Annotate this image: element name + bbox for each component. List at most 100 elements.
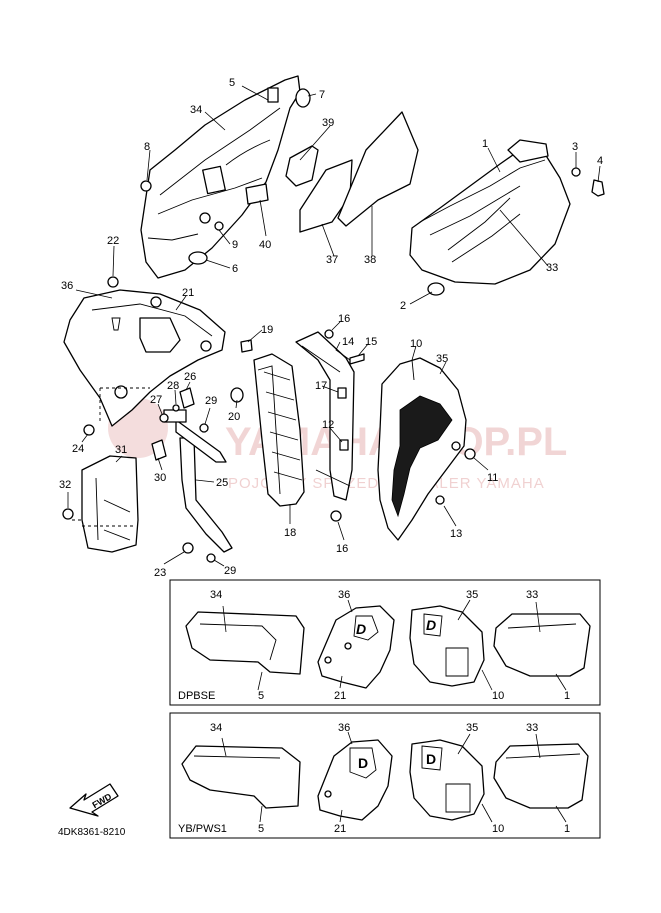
variant-name-ybpws1: YB/PWS1 xyxy=(178,823,227,835)
collar-28 xyxy=(172,404,180,412)
label-31: 31 xyxy=(115,444,127,456)
graphic-38 xyxy=(337,111,419,227)
v1-label-10: 10 xyxy=(492,690,504,702)
grommet-20 xyxy=(230,387,244,403)
label-22: 22 xyxy=(107,235,119,247)
label-26: 26 xyxy=(184,371,196,383)
svg-text:D: D xyxy=(426,617,436,633)
damper-6 xyxy=(188,251,208,265)
label-10: 10 xyxy=(410,338,422,350)
svg-text:D: D xyxy=(358,755,368,771)
washer-9 xyxy=(214,221,224,231)
label-21: 21 xyxy=(182,287,194,299)
right-side-cover-assembly xyxy=(409,139,605,296)
label-5: 5 xyxy=(229,77,235,89)
side-cover-right xyxy=(409,145,571,285)
svg-text:D: D xyxy=(426,751,436,767)
label-24: 24 xyxy=(72,443,84,455)
label-4: 4 xyxy=(597,155,603,167)
label-6: 6 xyxy=(232,263,238,275)
bolt-16b xyxy=(330,510,342,522)
left-side-cover-assembly xyxy=(140,75,311,279)
label-8: 8 xyxy=(144,141,150,153)
label-18: 18 xyxy=(284,527,296,539)
label-40: 40 xyxy=(259,239,271,251)
washer-3 xyxy=(571,167,581,177)
air-scoop-21 xyxy=(63,289,226,427)
bolt-24 xyxy=(83,424,95,436)
variant-box-dpbse: D D DPBSE 34 36 35 33 5 21 10 1 xyxy=(169,579,601,706)
v2-label-33: 33 xyxy=(526,722,538,734)
label-19: 19 xyxy=(261,324,273,336)
fwd-arrow-icon: FWD xyxy=(69,783,119,817)
label-17: 17 xyxy=(315,380,327,392)
bolt-29a xyxy=(199,423,209,433)
label-25: 25 xyxy=(216,477,228,489)
label-23: 23 xyxy=(154,567,166,579)
label-29b: 29 xyxy=(224,565,236,577)
leader-lines xyxy=(67,85,601,567)
washer-27 xyxy=(159,413,169,423)
grommet-8 xyxy=(140,180,152,192)
shroud-31 xyxy=(81,455,139,553)
emblem-39 xyxy=(285,145,319,187)
v2-label-35: 35 xyxy=(466,722,478,734)
bracket-26 xyxy=(179,387,195,409)
variant-box-ybpws1: D D YB/PWS1 34 36 35 33 5 21 10 1 xyxy=(169,712,601,839)
bolt-11 xyxy=(464,448,476,460)
label-34: 34 xyxy=(190,104,202,116)
radiator-guard-18 xyxy=(253,353,305,507)
label-15: 15 xyxy=(365,336,377,348)
label-16b: 16 xyxy=(336,543,348,555)
damper-7 xyxy=(295,88,311,108)
part-labels: 5 7 34 8 9 6 39 40 37 38 1 3 4 33 2 22 3… xyxy=(59,77,603,579)
v1-label-21: 21 xyxy=(334,690,346,702)
label-1: 1 xyxy=(482,138,488,150)
diagram-code: 4DK8361-8210 xyxy=(58,827,126,838)
v1-label-33: 33 xyxy=(526,589,538,601)
clip-17 xyxy=(337,387,347,399)
pad-40 xyxy=(245,183,269,205)
label-16a: 16 xyxy=(338,313,350,325)
variant-name-dpbse: DPBSE xyxy=(178,690,215,702)
label-7: 7 xyxy=(319,89,325,101)
label-14: 14 xyxy=(342,336,354,348)
variant-box-frame xyxy=(169,712,601,839)
v2-label-5: 5 xyxy=(258,823,264,835)
label-27: 27 xyxy=(150,394,162,406)
air-scoop-right-assembly xyxy=(377,357,476,541)
cover-tab xyxy=(202,165,226,195)
v1-label-5: 5 xyxy=(258,690,264,702)
air-scoop-left-assembly xyxy=(63,289,226,427)
label-32: 32 xyxy=(59,479,71,491)
bolt-22 xyxy=(107,276,119,288)
bolt-16a xyxy=(324,329,334,339)
v2-label-1: 1 xyxy=(564,823,570,835)
scoop-decal-35 xyxy=(391,395,453,518)
label-28: 28 xyxy=(167,380,179,392)
bolt-4 xyxy=(591,179,605,197)
v2-label-34: 34 xyxy=(210,722,222,734)
label-37: 37 xyxy=(326,254,338,266)
label-29a: 29 xyxy=(205,395,217,407)
v2-label-36: 36 xyxy=(338,722,350,734)
v1-label-36: 36 xyxy=(338,589,350,601)
v1-label-35: 35 xyxy=(466,589,478,601)
label-33: 33 xyxy=(546,262,558,274)
label-35: 35 xyxy=(436,353,448,365)
label-39: 39 xyxy=(322,117,334,129)
clip-30 xyxy=(151,439,167,461)
label-9: 9 xyxy=(232,239,238,251)
label-3: 3 xyxy=(572,141,578,153)
label-11: 11 xyxy=(487,472,498,484)
v1-label-1: 1 xyxy=(564,690,570,702)
clip-12 xyxy=(339,439,349,451)
svg-text:D: D xyxy=(356,621,366,637)
bolt-13 xyxy=(435,495,445,505)
scoop-vent xyxy=(139,317,181,353)
label-38: 38 xyxy=(364,254,376,266)
v2-label-10: 10 xyxy=(492,823,504,835)
label-13: 13 xyxy=(450,528,462,540)
label-30: 30 xyxy=(154,472,166,484)
